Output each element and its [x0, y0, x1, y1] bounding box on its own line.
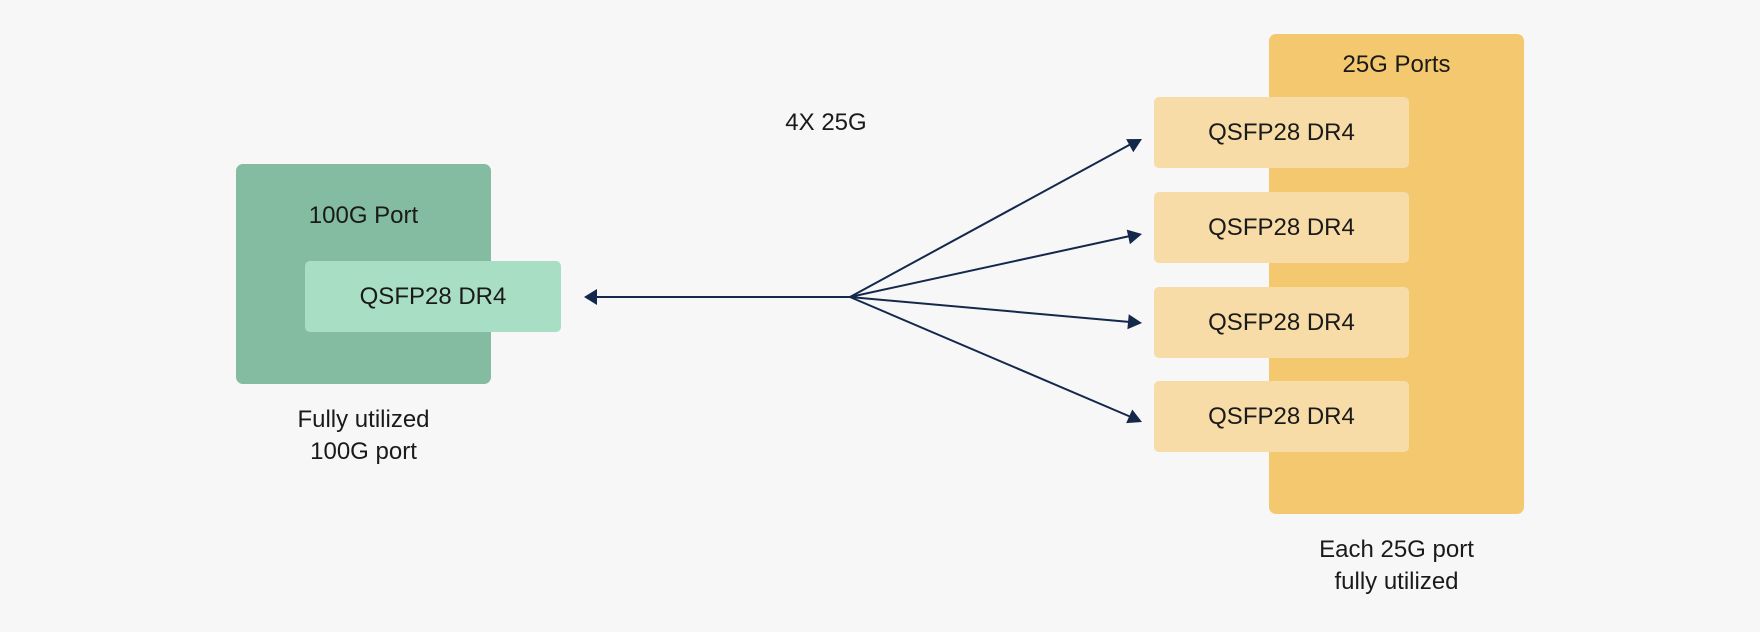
- arrowhead-right-icon: [1127, 314, 1142, 330]
- caption-line-2: 100G port: [310, 438, 417, 465]
- caption-line-1: Each 25G port: [1319, 536, 1474, 563]
- caption-line-1: Fully utilized: [297, 406, 430, 433]
- qsfp28-dr4-module-25g-2: QSFP28 DR4: [1154, 192, 1409, 263]
- arrowhead-right-icon: [1126, 229, 1142, 245]
- branch-line-2: [849, 235, 1131, 298]
- qsfp28-dr4-module-25g-3: QSFP28 DR4: [1154, 287, 1409, 358]
- branch-line-3: [849, 296, 1131, 323]
- arrowhead-right-icon: [1126, 139, 1142, 153]
- module-label: QSFP28 DR4: [1208, 402, 1355, 430]
- arrowhead-right-icon: [1126, 409, 1142, 424]
- qsfp28-dr4-module-100g: QSFP28 DR4: [305, 261, 561, 332]
- branch-line-1: [849, 143, 1132, 298]
- module-label: QSFP28 DR4: [1208, 213, 1355, 241]
- 25g-ports-caption: Each 25G port fully utilized: [1269, 534, 1524, 598]
- qsfp28-dr4-module-25g-4: QSFP28 DR4: [1154, 381, 1409, 452]
- 100g-port-caption: Fully utilized 100G port: [236, 404, 491, 468]
- branch-line-4: [849, 296, 1132, 418]
- breakout-link-label: 4X 25G: [785, 109, 867, 136]
- qsfp28-dr4-module-25g-1: QSFP28 DR4: [1154, 97, 1409, 168]
- module-label: QSFP28 DR4: [1208, 308, 1355, 336]
- 100g-port-title: 100G Port: [308, 202, 419, 229]
- caption-line-2: fully utilized: [1334, 568, 1459, 595]
- 25g-ports-title: 25G Ports: [1342, 51, 1451, 78]
- module-label: QSFP28 DR4: [1208, 118, 1355, 146]
- arrowhead-left-icon: [584, 289, 597, 305]
- module-label: QSFP28 DR4: [359, 282, 507, 310]
